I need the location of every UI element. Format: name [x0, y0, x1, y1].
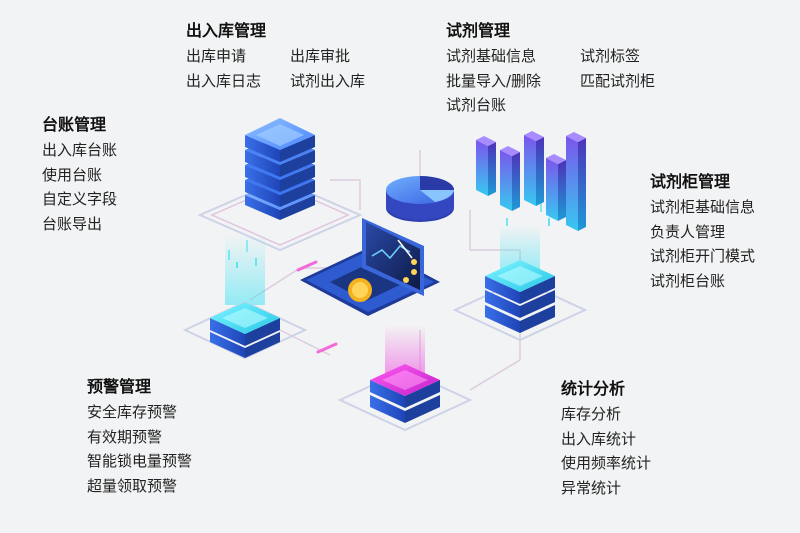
bar-chart-graphic — [476, 131, 586, 231]
group-reagent-row: 试剂基础信息 试剂标签 — [446, 44, 655, 69]
group-stats: 统计分析 库存分析 出入库统计 使用频率统计 异常统计 — [561, 378, 651, 500]
feature-item: 试剂标签 — [580, 47, 641, 65]
feature-item: 安全库存预警 — [87, 403, 178, 421]
feature-item: 出入库日志 — [186, 71, 262, 90]
feature-item: 出库申请 — [186, 47, 247, 65]
feature-item: 匹配试剂柜 — [580, 71, 656, 90]
group-cabinet-title: 试剂柜管理 — [650, 172, 731, 191]
feature-item: 批量导入/删除 — [446, 71, 542, 90]
feature-item: 试剂基础信息 — [446, 47, 537, 65]
feature-item: 试剂柜基础信息 — [650, 198, 756, 216]
group-reagent: 试剂管理 试剂基础信息 试剂标签 批量导入/删除 匹配试剂柜 试剂台账 — [446, 20, 655, 118]
feature-item: 异常统计 — [561, 478, 622, 497]
server-stack-top — [197, 118, 363, 252]
group-cabinet: 试剂柜管理 试剂柜基础信息 负责人管理 试剂柜开门模式 试剂柜台账 — [650, 171, 755, 293]
feature-item: 使用频率统计 — [561, 454, 652, 472]
group-reagent-row: 批量导入/删除 匹配试剂柜 — [446, 69, 655, 94]
feature-item: 使用台账 — [42, 165, 103, 184]
feature-item: 出入库统计 — [561, 429, 637, 448]
feature-item: 出库审批 — [290, 47, 351, 65]
group-reagent-row: 试剂台账 — [446, 93, 655, 118]
feature-item: 智能锁电量预警 — [87, 452, 193, 470]
feature-item: 自定义字段 — [42, 190, 118, 208]
group-inout-title: 出入库管理 — [186, 21, 267, 40]
feature-item: 试剂柜开门模式 — [650, 247, 756, 265]
feature-item: 超量领取预警 — [87, 476, 178, 495]
pie-chart-graphic — [386, 176, 454, 222]
group-inout-row: 出入库日志 试剂出入库 — [186, 69, 365, 94]
group-ledger-title: 台账管理 — [42, 115, 107, 134]
feature-item: 试剂台账 — [446, 96, 507, 114]
group-stats-title: 统计分析 — [561, 379, 626, 398]
group-ledger: 台账管理 出入库台账 使用台账 自定义字段 台账导出 — [42, 114, 117, 236]
feature-item: 有效期预警 — [87, 427, 163, 446]
feature-item: 库存分析 — [561, 405, 622, 423]
group-warning: 预警管理 安全库存预警 有效期预警 智能锁电量预警 超量领取预警 — [87, 376, 192, 498]
laptop-graphic — [300, 218, 440, 316]
server-stack-bottom — [337, 325, 473, 432]
feature-item: 试剂出入库 — [290, 71, 366, 90]
group-inout-row: 出库申请 出库审批 — [186, 44, 365, 69]
server-stack-right — [452, 225, 588, 342]
feature-item: 试剂柜台账 — [650, 271, 726, 290]
group-warning-title: 预警管理 — [87, 377, 152, 396]
server-stack-left — [182, 235, 308, 360]
feature-item: 台账导出 — [42, 214, 103, 233]
feature-item: 出入库台账 — [42, 141, 118, 159]
feature-item: 负责人管理 — [650, 222, 726, 241]
group-inout: 出入库管理 出库申请 出库审批 出入库日志 试剂出入库 — [186, 20, 365, 93]
group-reagent-title: 试剂管理 — [446, 21, 511, 40]
